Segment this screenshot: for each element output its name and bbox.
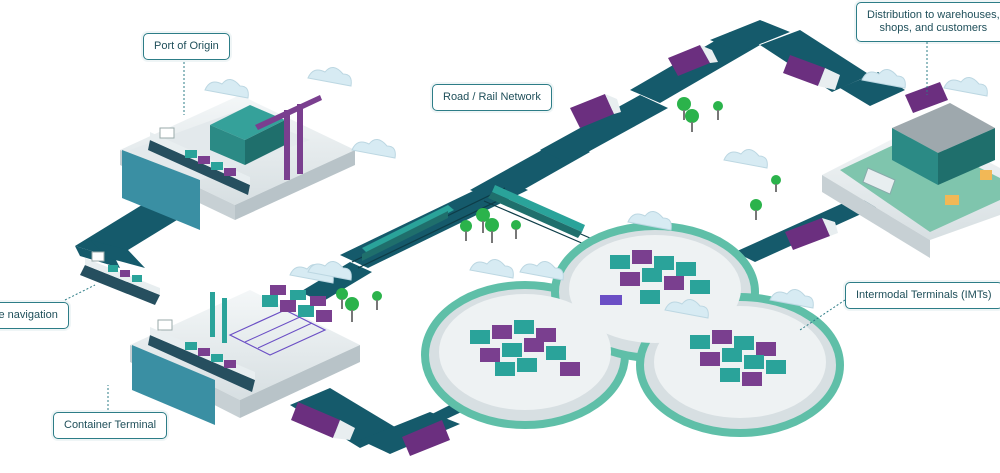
distribution-label-line2: shops, and customers <box>879 22 988 34</box>
port-of-origin-label: Port of Origin <box>143 33 230 60</box>
trucks <box>291 45 948 456</box>
marine-leader <box>64 284 96 301</box>
distribution-label-line1: Distribution to warehouses, <box>867 9 1000 21</box>
port-of-origin <box>120 95 355 230</box>
intermodal-terminals-label: Intermodal Terminals (IMTs) <box>845 282 1000 309</box>
marine-navigation-label: Marine navigation <box>0 302 69 329</box>
marine-ship <box>80 251 160 305</box>
trees <box>336 97 781 322</box>
distribution-center <box>822 103 1000 258</box>
imt-leader <box>799 299 846 331</box>
container-terminal-label: Container Terminal <box>53 412 168 439</box>
clouds <box>204 67 988 319</box>
intermodal-terminals <box>421 222 844 437</box>
trains <box>362 185 585 261</box>
container-terminal <box>130 285 360 425</box>
road-rail-network-label: Road / Rail Network <box>432 84 552 111</box>
distribution-label: Distribution to warehouses, shops, and c… <box>856 2 1000 42</box>
